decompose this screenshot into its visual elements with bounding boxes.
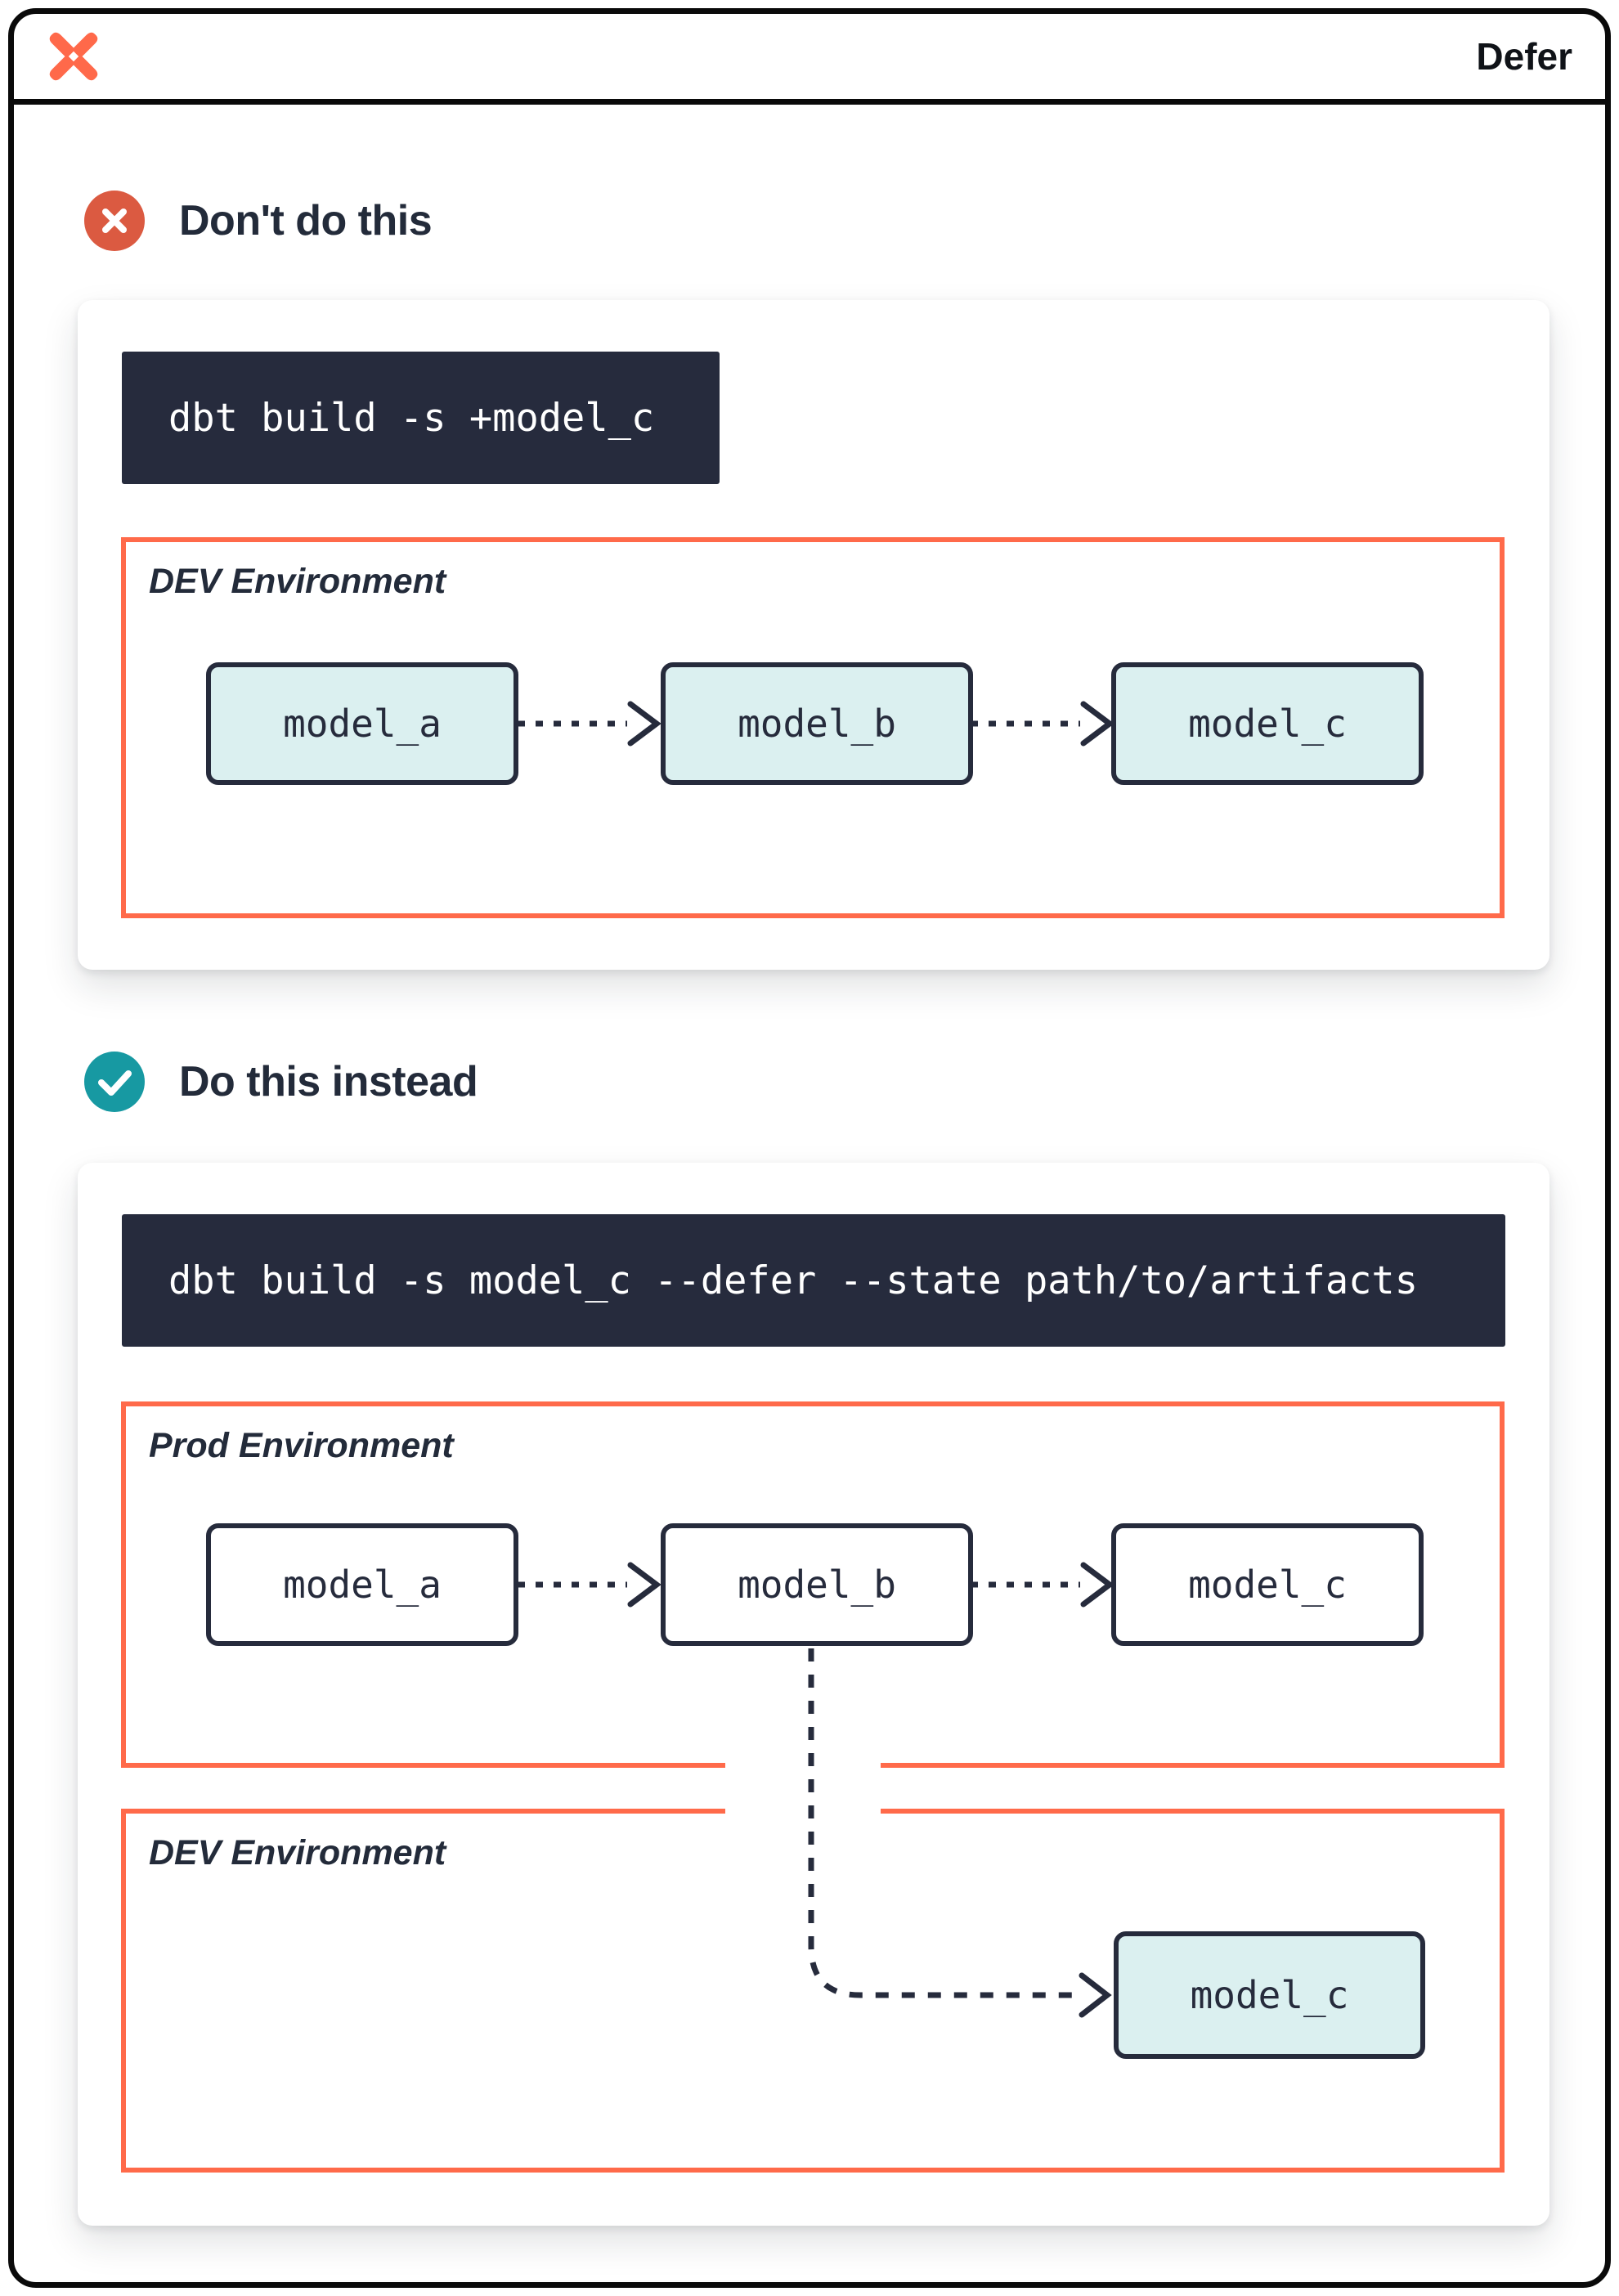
do-dev-environment-label: DEV Environment [149, 1833, 446, 1872]
do-card: dbt build -s model_c --defer --state pat… [78, 1163, 1549, 2226]
model-node-c: model_c [1111, 662, 1424, 785]
dont-card: dbt build -s +model_c DEV Environment mo… [78, 300, 1549, 970]
dashed-arrow-icon [971, 1562, 1114, 1608]
border-gap-patch [725, 1802, 881, 1823]
model-node-label: model_c [1188, 1563, 1347, 1607]
model-node-a: model_a [206, 1523, 518, 1646]
dont-dev-environment-box: DEV Environment [121, 537, 1505, 918]
model-node-label: model_c [1190, 1973, 1349, 2017]
section-dont-heading-row: Don't do this [84, 191, 433, 251]
section-do-heading-row: Do this instead [84, 1052, 478, 1112]
window-header: Defer [14, 14, 1605, 105]
section-do-title: Do this instead [179, 1058, 478, 1105]
model-node-label: model_c [1188, 702, 1347, 746]
model-node-label: model_a [283, 702, 442, 746]
dont-command-code: dbt build -s +model_c [122, 352, 720, 484]
model-node-b: model_b [661, 1523, 973, 1646]
do-command-code: dbt build -s model_c --defer --state pat… [122, 1214, 1505, 1347]
dashed-arrow-icon [971, 701, 1114, 747]
dashed-arrow-icon [518, 1562, 662, 1608]
window-title: Defer [1476, 35, 1572, 78]
section-dont-title: Don't do this [179, 197, 433, 244]
border-gap-patch [725, 1756, 881, 1778]
window-frame: Defer [8, 8, 1611, 2288]
x-circle-icon [84, 191, 145, 251]
model-node-label: model_b [738, 702, 896, 746]
model-node-label: model_a [283, 1563, 442, 1607]
model-node-c: model_c [1111, 1523, 1424, 1646]
check-circle-icon [84, 1052, 145, 1112]
dashed-arrow-icon [518, 701, 662, 747]
dont-dev-environment-label: DEV Environment [149, 562, 446, 601]
model-node-label: model_b [738, 1563, 896, 1607]
prod-environment-label: Prod Environment [149, 1426, 454, 1465]
dbt-logo-icon [49, 32, 98, 81]
model-node-a: model_a [206, 662, 518, 785]
model-node-b: model_b [661, 662, 973, 785]
model-node-c-dev: model_c [1114, 1931, 1425, 2059]
